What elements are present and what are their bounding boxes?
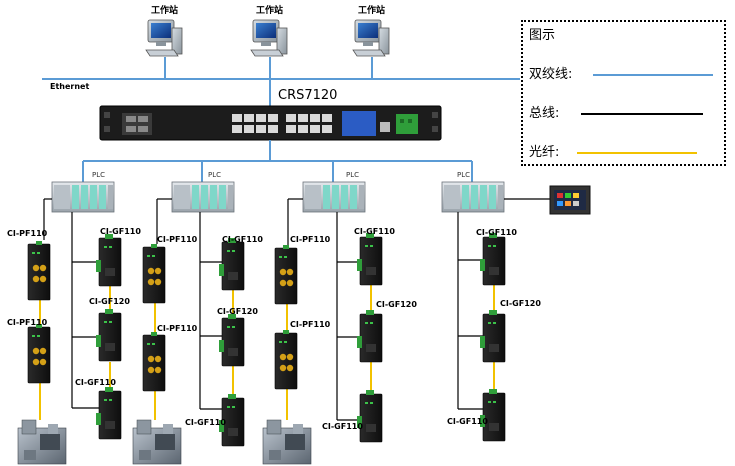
ci-gf110-device-icon [95, 233, 122, 287]
plc-icon [441, 181, 505, 213]
device-label: CI-PF110 [7, 229, 48, 238]
ci-pf110-device-icon [27, 323, 51, 384]
workstation-label: 工作站 [151, 6, 179, 16]
ci-gf110-device-icon [356, 232, 383, 286]
device-label: CI-GF110 [75, 378, 116, 387]
legend-bus-line [581, 113, 703, 115]
machine-icon [17, 419, 67, 465]
ethernet-label: Ethernet [50, 82, 90, 91]
legend-fiber-label: 光纤: [529, 145, 560, 160]
workstation-label: 工作站 [256, 6, 284, 16]
device-label: CI-PF110 [290, 320, 331, 329]
switch-crs7120 [99, 105, 442, 141]
legend-bus-label: 总线: [529, 106, 560, 121]
device-label: CI-GF120 [89, 297, 130, 306]
ci-pf110-device-icon [274, 329, 298, 390]
device-label: CI-GF110 [476, 228, 517, 237]
ci-gf110-device-icon [479, 232, 506, 286]
legend-title: 图示 [529, 28, 556, 43]
device-label: CI-GF110 [100, 227, 141, 236]
device-label: CI-GF120 [217, 307, 258, 316]
device-label: CI-GF120 [376, 300, 417, 309]
ci-pf110-device-icon [274, 244, 298, 305]
device-label: CI-GF110 [354, 227, 395, 236]
ci-gf120-device-icon [356, 309, 383, 363]
ci-gf110-device-icon [479, 388, 506, 442]
device-label: CI-PF110 [290, 235, 331, 244]
device-label: CI-GF110 [185, 418, 226, 427]
ci-pf110-device-icon [142, 331, 166, 392]
plc-label: PLC [457, 171, 471, 179]
hmi-panel-icon [549, 185, 591, 215]
ci-gf110-device-icon [95, 386, 122, 440]
device-label: CI-GF110 [222, 235, 263, 244]
switch-label: CRS7120 [278, 88, 338, 103]
device-label: CI-GF120 [500, 299, 541, 308]
workstation-icon [145, 19, 183, 57]
workstation-icon [352, 19, 390, 57]
legend-twisted-pair-label: 双绞线: [529, 67, 573, 82]
legend-fiber-line [577, 152, 697, 154]
ci-gf120-device-icon [95, 308, 122, 362]
ci-gf110-device-icon [356, 389, 383, 443]
machine-icon [132, 419, 182, 465]
ci-pf110-device-icon [142, 243, 166, 304]
device-label: CI-GF110 [447, 417, 488, 426]
device-label: CI-PF110 [7, 318, 48, 327]
ci-gf120-device-icon [479, 309, 506, 363]
device-label: CI-GF110 [322, 422, 363, 431]
workstation-label: 工作站 [358, 6, 386, 16]
ci-gf110-device-icon [218, 237, 245, 291]
ci-pf110-device-icon [27, 240, 51, 301]
plc-label: PLC [346, 171, 360, 179]
plc-icon [171, 181, 235, 213]
ci-gf120-device-icon [218, 313, 245, 367]
plc-label: PLC [92, 171, 106, 179]
legend-twisted-pair-line [593, 74, 713, 76]
machine-icon [262, 419, 312, 465]
workstation-icon [250, 19, 288, 57]
device-label: CI-PF110 [157, 324, 198, 333]
legend-box: 图示 双绞线: 总线: 光纤: [521, 20, 726, 166]
device-label: CI-PF110 [157, 235, 198, 244]
plc-label: PLC [208, 171, 222, 179]
plc-icon [51, 181, 115, 213]
plc-icon [302, 181, 366, 213]
